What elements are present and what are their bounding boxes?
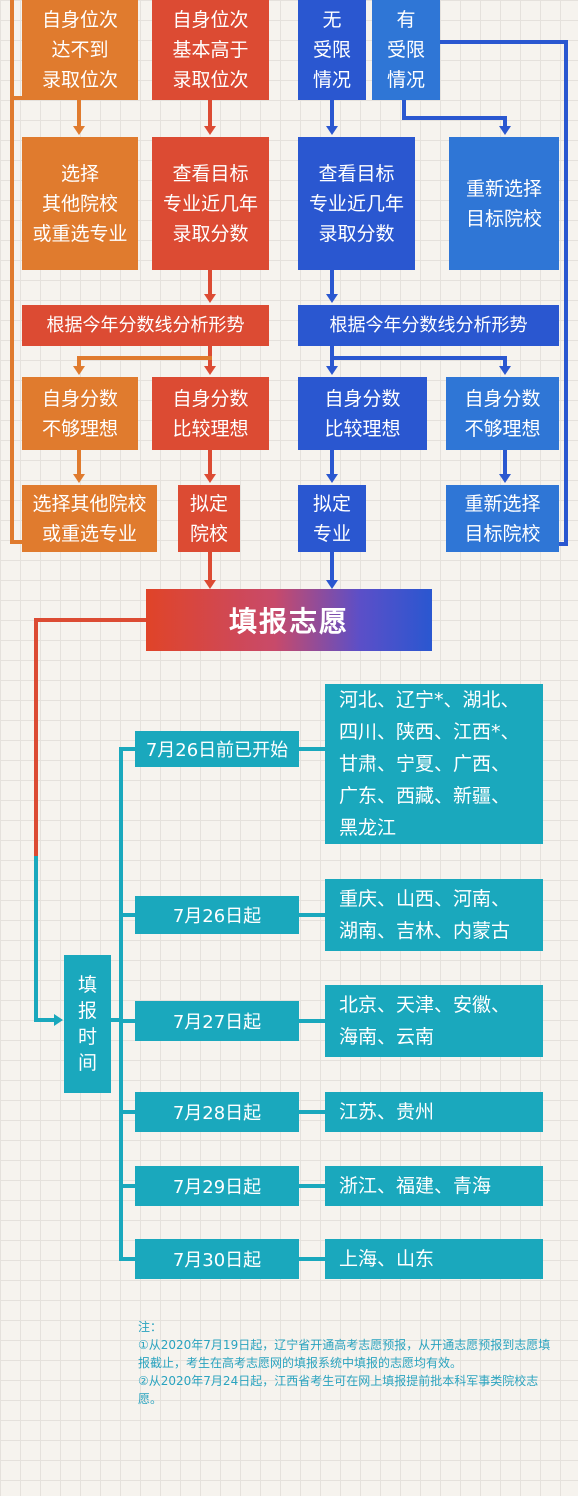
connector-line — [330, 450, 334, 474]
draft-school-box: 拟定 院校 — [178, 485, 240, 552]
arrow-down-icon — [204, 294, 216, 303]
arrow-down-icon — [73, 126, 85, 135]
connector-line — [208, 270, 212, 294]
timeline-branch — [119, 1184, 135, 1188]
connector-line — [208, 346, 212, 360]
connector-line — [208, 450, 212, 474]
arrow-right-icon — [54, 1014, 63, 1026]
score-not-ideal-left-box: 自身分数 不够理想 — [22, 377, 138, 450]
choose-other-box: 选择 其他院校 或重选专业 — [22, 137, 138, 270]
connector-line — [330, 100, 334, 126]
connector-line — [402, 98, 406, 118]
arrow-down-icon — [73, 474, 85, 483]
score-not-ideal-right-box: 自身分数 不够理想 — [446, 377, 559, 450]
rank-below-box: 自身位次 达不到 录取位次 — [22, 0, 138, 100]
timeline-date: 7月26日起 — [135, 896, 299, 934]
analyze-right-box: 根据今年分数线分析形势 — [298, 305, 559, 346]
timeline-provinces: 江苏、贵州 — [325, 1092, 543, 1132]
timeline-branch — [119, 747, 135, 751]
arrow-down-icon — [326, 294, 338, 303]
view-scores-major-box: 查看目标 专业近几年 录取分数 — [298, 137, 415, 270]
timeline-branch — [299, 1110, 325, 1114]
connector-line — [34, 856, 38, 1022]
connector-line — [503, 116, 507, 126]
timeline-spine — [119, 747, 123, 1261]
reselect-school-top-box: 重新选择 目标院校 — [449, 137, 559, 270]
rank-above-box: 自身位次 基本高于 录取位次 — [152, 0, 269, 100]
connector-line — [402, 116, 506, 120]
connector-line — [34, 618, 146, 622]
footnote-2: ②从2020年7月24日起，江西省考生可在网上填报提前批本科军事类院校志愿。 — [138, 1374, 539, 1406]
arrow-down-icon — [204, 126, 216, 135]
connector-line — [77, 450, 81, 474]
timeline-branch — [299, 1257, 325, 1261]
right-loop-bottom-line — [558, 542, 568, 546]
timeline-branch — [299, 747, 325, 751]
timeline-branch — [119, 1257, 135, 1261]
left-loop-line — [10, 0, 14, 544]
arrow-down-icon — [499, 126, 511, 135]
timeline-spine — [111, 1018, 123, 1022]
arrow-down-icon — [73, 366, 85, 375]
connector-line — [330, 270, 334, 294]
connector-line — [208, 552, 212, 580]
timeline-branch — [299, 913, 325, 917]
analyze-left-box: 根据今年分数线分析形势 — [22, 305, 269, 346]
timeline-provinces: 上海、山东 — [325, 1239, 543, 1279]
connector-line — [34, 1018, 54, 1022]
left-loop-top-line — [10, 96, 22, 100]
connector-line — [77, 356, 81, 366]
connector-line — [330, 552, 334, 580]
timeline-branch — [119, 913, 135, 917]
timeline-provinces: 北京、天津、安徽、 海南、云南 — [325, 985, 543, 1057]
arrow-down-icon — [204, 366, 216, 375]
score-ideal-right-box: 自身分数 比较理想 — [298, 377, 427, 450]
connector-line — [208, 360, 212, 366]
timeline-provinces: 浙江、福建、青海 — [325, 1166, 543, 1206]
arrow-down-icon — [326, 366, 338, 375]
arrow-down-icon — [204, 474, 216, 483]
arrow-down-icon — [499, 366, 511, 375]
timeline-provinces: 重庆、山西、河南、 湖南、吉林、内蒙古 — [325, 879, 543, 951]
arrow-down-icon — [326, 126, 338, 135]
footnotes: 注： ①从2020年7月19日起，辽宁省开通高考志愿预报，从开通志愿预报到志愿填… — [138, 1318, 558, 1408]
timeline-date: 7月28日起 — [135, 1092, 299, 1132]
timeline-label: 填 报 时 间 — [64, 955, 111, 1093]
timeline-date: 7月26日前已开始 — [135, 731, 299, 767]
footnote-heading: 注： — [138, 1320, 163, 1334]
connector-line — [208, 100, 212, 126]
connector-line — [503, 450, 507, 474]
fill-application-title: 填报志愿 — [146, 589, 432, 651]
arrow-down-icon — [499, 474, 511, 483]
timeline-branch — [119, 1110, 135, 1114]
no-limit-box: 无 受限 情况 — [298, 0, 366, 100]
timeline-date: 7月27日起 — [135, 1001, 299, 1041]
right-loop-line — [564, 40, 568, 546]
footnote-1: ①从2020年7月19日起，辽宁省开通高考志愿预报，从开通志愿预报到志愿填报截止… — [138, 1338, 551, 1370]
has-limit-box: 有 受限 情况 — [372, 0, 440, 100]
arrow-down-icon — [326, 474, 338, 483]
connector-line — [77, 100, 81, 126]
score-ideal-left-box: 自身分数 比较理想 — [152, 377, 269, 450]
connector-line — [330, 356, 507, 360]
connector-line — [503, 356, 507, 366]
choose-other-bottom-box: 选择其他院校 或重选专业 — [22, 485, 157, 552]
timeline-branch — [299, 1019, 325, 1023]
right-loop-top-line — [440, 40, 568, 44]
timeline-date: 7月29日起 — [135, 1166, 299, 1206]
reselect-school-bottom-box: 重新选择 目标院校 — [446, 485, 559, 552]
connector-line — [77, 356, 212, 360]
timeline-date: 7月30日起 — [135, 1239, 299, 1279]
timeline-branch — [119, 1019, 135, 1023]
timeline-branch — [299, 1184, 325, 1188]
view-scores-school-box: 查看目标 专业近几年 录取分数 — [152, 137, 269, 270]
left-loop-bottom-line — [10, 540, 22, 544]
connector-line — [34, 618, 38, 858]
arrow-down-icon — [326, 580, 338, 589]
draft-major-box: 拟定 专业 — [298, 485, 366, 552]
arrow-down-icon — [204, 580, 216, 589]
timeline-provinces: 河北、辽宁*、湖北、 四川、陕西、江西*、 甘肃、宁夏、广西、 广东、西藏、新疆… — [325, 684, 543, 844]
